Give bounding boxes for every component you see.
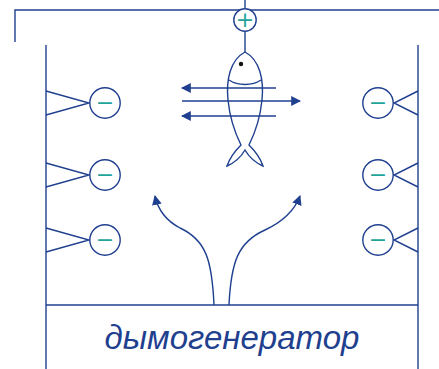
polarity-sign: − bbox=[96, 92, 114, 114]
chamber-wall bbox=[417, 45, 418, 369]
electrode-circle: − bbox=[89, 159, 121, 191]
polarity-sign: + bbox=[236, 9, 254, 31]
electrode-holder bbox=[394, 228, 418, 252]
polarity-sign: − bbox=[369, 229, 387, 251]
generator-label: дымогенератор bbox=[105, 321, 360, 354]
field-arrow bbox=[182, 87, 276, 88]
field-arrow bbox=[182, 100, 300, 101]
generator-top bbox=[46, 304, 418, 305]
polarity-sign: − bbox=[96, 164, 114, 186]
electrode-circle: − bbox=[362, 224, 394, 256]
fish-eye bbox=[239, 62, 243, 66]
fish-gill bbox=[229, 80, 261, 85]
polarity-sign: − bbox=[96, 229, 114, 251]
electrode-holder bbox=[46, 91, 89, 115]
electrode-circle: − bbox=[362, 87, 394, 119]
electrode-holder bbox=[46, 228, 89, 252]
field-arrow bbox=[182, 115, 276, 116]
frame-line bbox=[15, 10, 439, 42]
electrode-circle: + bbox=[233, 8, 257, 32]
smoke-flow bbox=[229, 196, 300, 305]
electrode-circle: − bbox=[362, 159, 394, 191]
electrode-circle: − bbox=[89, 87, 121, 119]
wire bbox=[244, 0, 245, 8]
electrode-holder bbox=[394, 163, 418, 187]
polarity-sign: − bbox=[369, 92, 387, 114]
electrode-holder bbox=[394, 91, 418, 115]
electrode-circle: − bbox=[89, 224, 121, 256]
smoke-flow bbox=[155, 196, 214, 305]
electrode-holder bbox=[46, 163, 89, 187]
wire bbox=[244, 32, 245, 52]
fish bbox=[227, 52, 263, 166]
polarity-sign: − bbox=[369, 164, 387, 186]
generator-band: дымогенератор bbox=[47, 306, 417, 369]
chamber-wall bbox=[45, 45, 46, 369]
